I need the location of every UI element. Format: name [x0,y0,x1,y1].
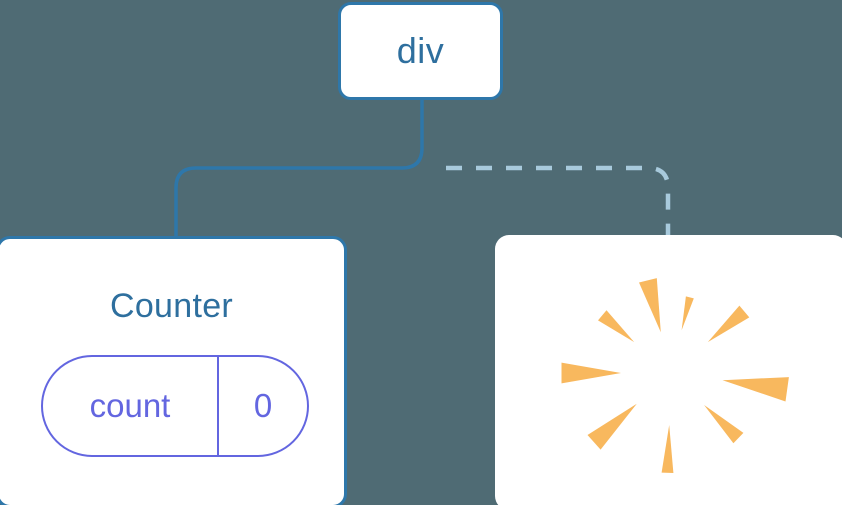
burst-ray-1 [639,278,661,333]
burst-ray-9 [661,425,674,473]
state-key: count [43,357,219,455]
burst-ray-4 [707,305,750,343]
burst-ray-3 [598,310,635,343]
state-value: 0 [253,387,273,424]
node-div[interactable]: div [338,2,503,100]
sparkle-burst-icon [561,278,789,473]
burst-ray-5 [561,362,621,384]
state-pill-count[interactable]: count 0 [41,355,309,457]
edge-root-counter [174,98,424,240]
burst-ray-6 [722,377,789,402]
burst-ray-7 [587,403,637,450]
node-render-burst[interactable] [495,235,842,505]
edge-root-burst [446,165,671,236]
burst-ray-8 [704,405,744,444]
burst-ray-2 [681,296,694,331]
node-counter-label: Counter [109,287,234,325]
node-div-label: div [396,30,445,71]
node-counter[interactable]: Counter count 0 [0,236,347,505]
